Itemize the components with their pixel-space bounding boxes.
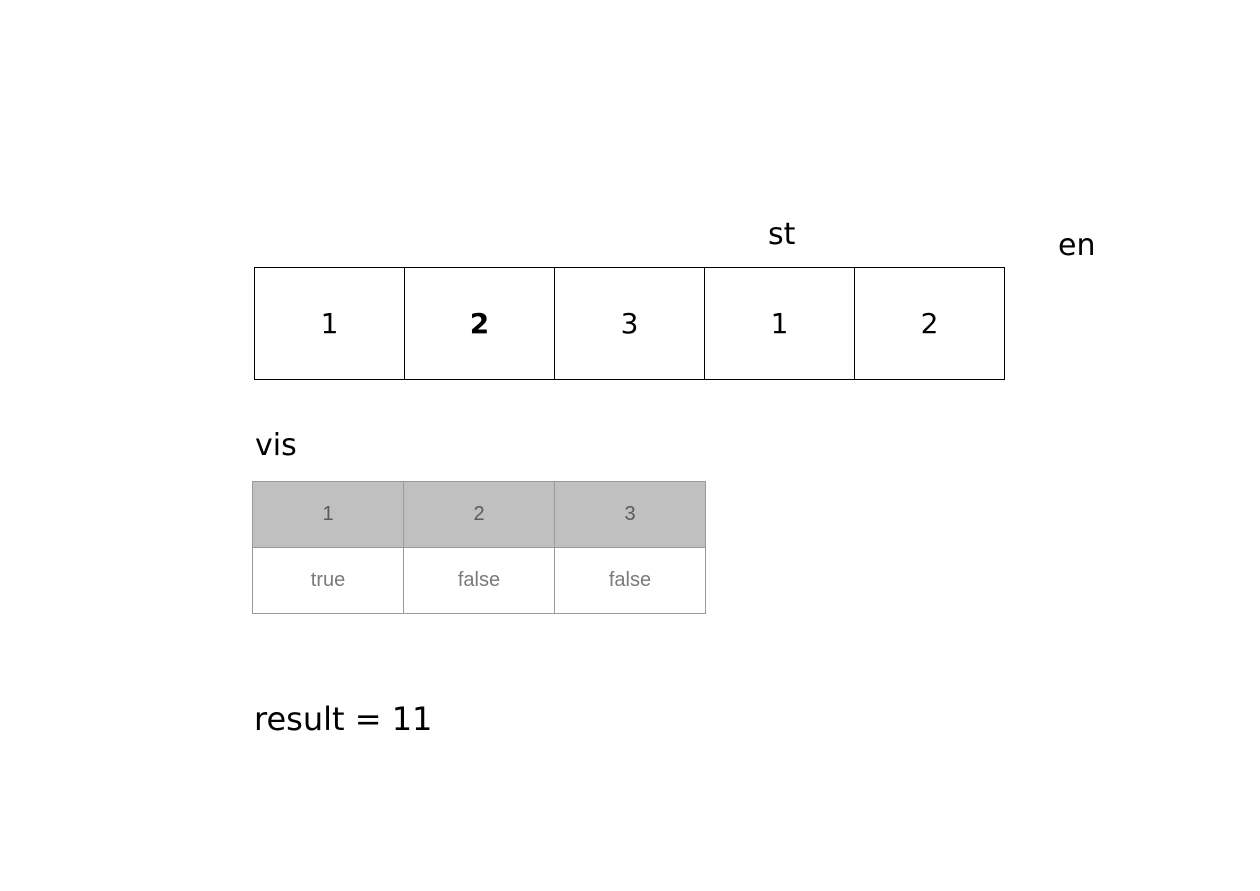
vis-header-row: 1 2 3 <box>252 481 706 548</box>
array-cell-4: 2 <box>855 268 1005 379</box>
vis-value-cell: false <box>403 547 555 614</box>
vis-value-cell: false <box>554 547 706 614</box>
vis-label: vis <box>255 428 297 463</box>
en-pointer-label: en <box>1058 228 1096 263</box>
vis-header-cell: 1 <box>252 481 404 548</box>
array-cell-0: 1 <box>255 268 405 379</box>
array-cell-1: 2 <box>405 268 555 379</box>
vis-header-cell: 2 <box>403 481 555 548</box>
vis-header-cell: 3 <box>554 481 706 548</box>
st-pointer-label: st <box>768 217 796 252</box>
array-cell-3: 1 <box>705 268 855 379</box>
vis-value-row: true false false <box>252 547 706 614</box>
result-text: result = 11 <box>254 700 433 738</box>
vis-table: 1 2 3 true false false <box>252 481 706 614</box>
array-cell-2: 3 <box>555 268 705 379</box>
vis-value-cell: true <box>252 547 404 614</box>
array-row: 1 2 3 1 2 <box>254 267 1005 380</box>
